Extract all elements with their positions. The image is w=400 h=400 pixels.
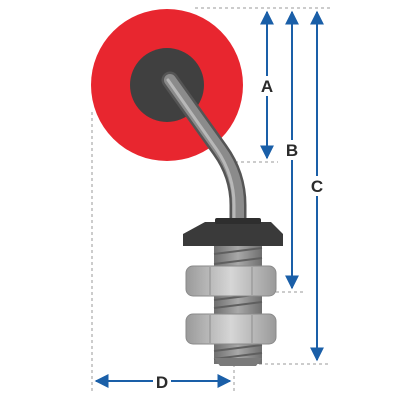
dimension-c-label: C <box>311 177 323 196</box>
label-masks <box>153 76 325 392</box>
dimension-a-label: A <box>261 77 273 96</box>
upper-nut <box>185 265 277 297</box>
bent-rod <box>161 71 247 234</box>
threaded-shank <box>213 246 263 366</box>
dimension-b-label: B <box>286 141 298 160</box>
lower-nut <box>185 313 277 345</box>
washer <box>183 218 283 246</box>
guide-lines <box>91 7 332 392</box>
dimension-d-label: D <box>156 373 168 392</box>
